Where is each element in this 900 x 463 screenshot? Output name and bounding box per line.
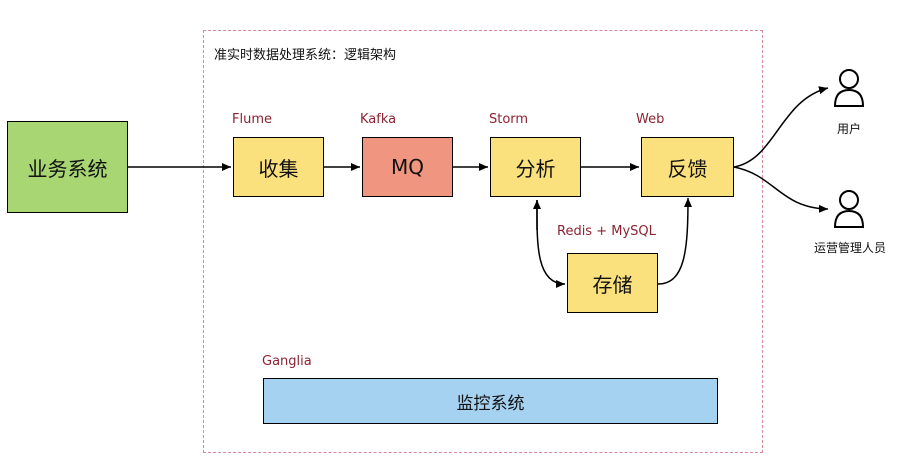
storage-node: 存储: [567, 253, 658, 313]
system-boundary: [203, 30, 763, 453]
monitor-label: 监控系统: [456, 393, 525, 414]
mq-node: MQ: [362, 137, 453, 197]
storage-label: 存储: [592, 272, 633, 297]
collect-node: 收集: [233, 137, 324, 197]
monitor-tech-label: Ganglia: [262, 354, 312, 369]
system-title: 准实时数据处理系统：逻辑架构: [214, 48, 397, 63]
source-system-label: 业务系统: [27, 156, 108, 181]
feedback-label: 反馈: [667, 156, 708, 181]
collect-label: 收集: [258, 156, 299, 181]
analyze-node: 分析: [490, 137, 581, 197]
arrow-feedback-to-user: [733, 86, 829, 168]
feedback-node: 反馈: [641, 137, 734, 197]
storage-tech-label: Redis + MySQL: [557, 224, 656, 239]
mq-label: MQ: [391, 155, 424, 179]
admin-label: 运营管理人员: [814, 241, 887, 255]
arrow-feedback-to-admin: [733, 166, 829, 213]
collect-tech-label: Flume: [232, 112, 272, 127]
arrow-analyze-storage: [536, 199, 566, 288]
user-icon: [833, 69, 865, 107]
analyze-label: 分析: [515, 156, 556, 181]
source-system-node: 业务系统: [7, 121, 128, 213]
admin-user-icon: [833, 190, 865, 228]
analyze-tech-label: Storm: [489, 112, 529, 127]
user-label: 用户: [837, 122, 862, 136]
monitor-node: 监控系统: [263, 378, 718, 424]
arrow-storage-to-feedback: [657, 197, 692, 285]
feedback-tech-label: Web: [636, 112, 665, 127]
mq-tech-label: Kafka: [360, 112, 397, 127]
